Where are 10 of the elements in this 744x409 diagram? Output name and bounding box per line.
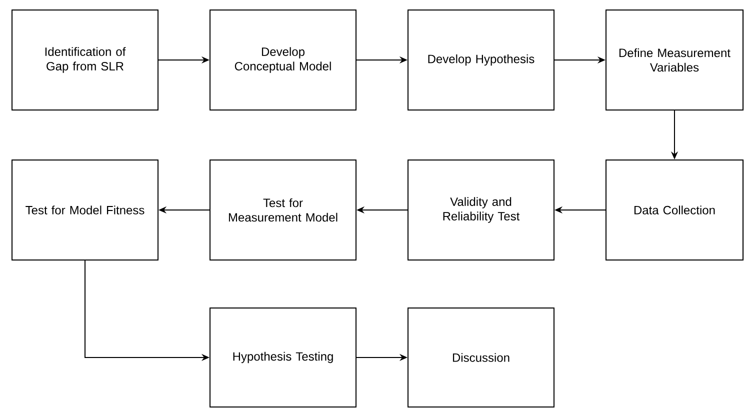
process-box: Hypothesis Testing: [210, 308, 356, 408]
process-box: Develop Conceptual Model: [210, 10, 356, 110]
process-box: Test for Model Fitness: [12, 160, 158, 260]
process-box: Data Collection: [606, 160, 744, 260]
process-box: Define Measurement Variables: [606, 10, 744, 110]
process-box: Develop Hypothesis: [408, 10, 554, 110]
process-box: Discussion: [408, 308, 554, 408]
process-box: Validity and Reliability Test: [408, 160, 554, 260]
process-box: Test for Measurement Model: [210, 160, 356, 260]
process-box: Identification of Gap from SLR: [12, 10, 158, 110]
